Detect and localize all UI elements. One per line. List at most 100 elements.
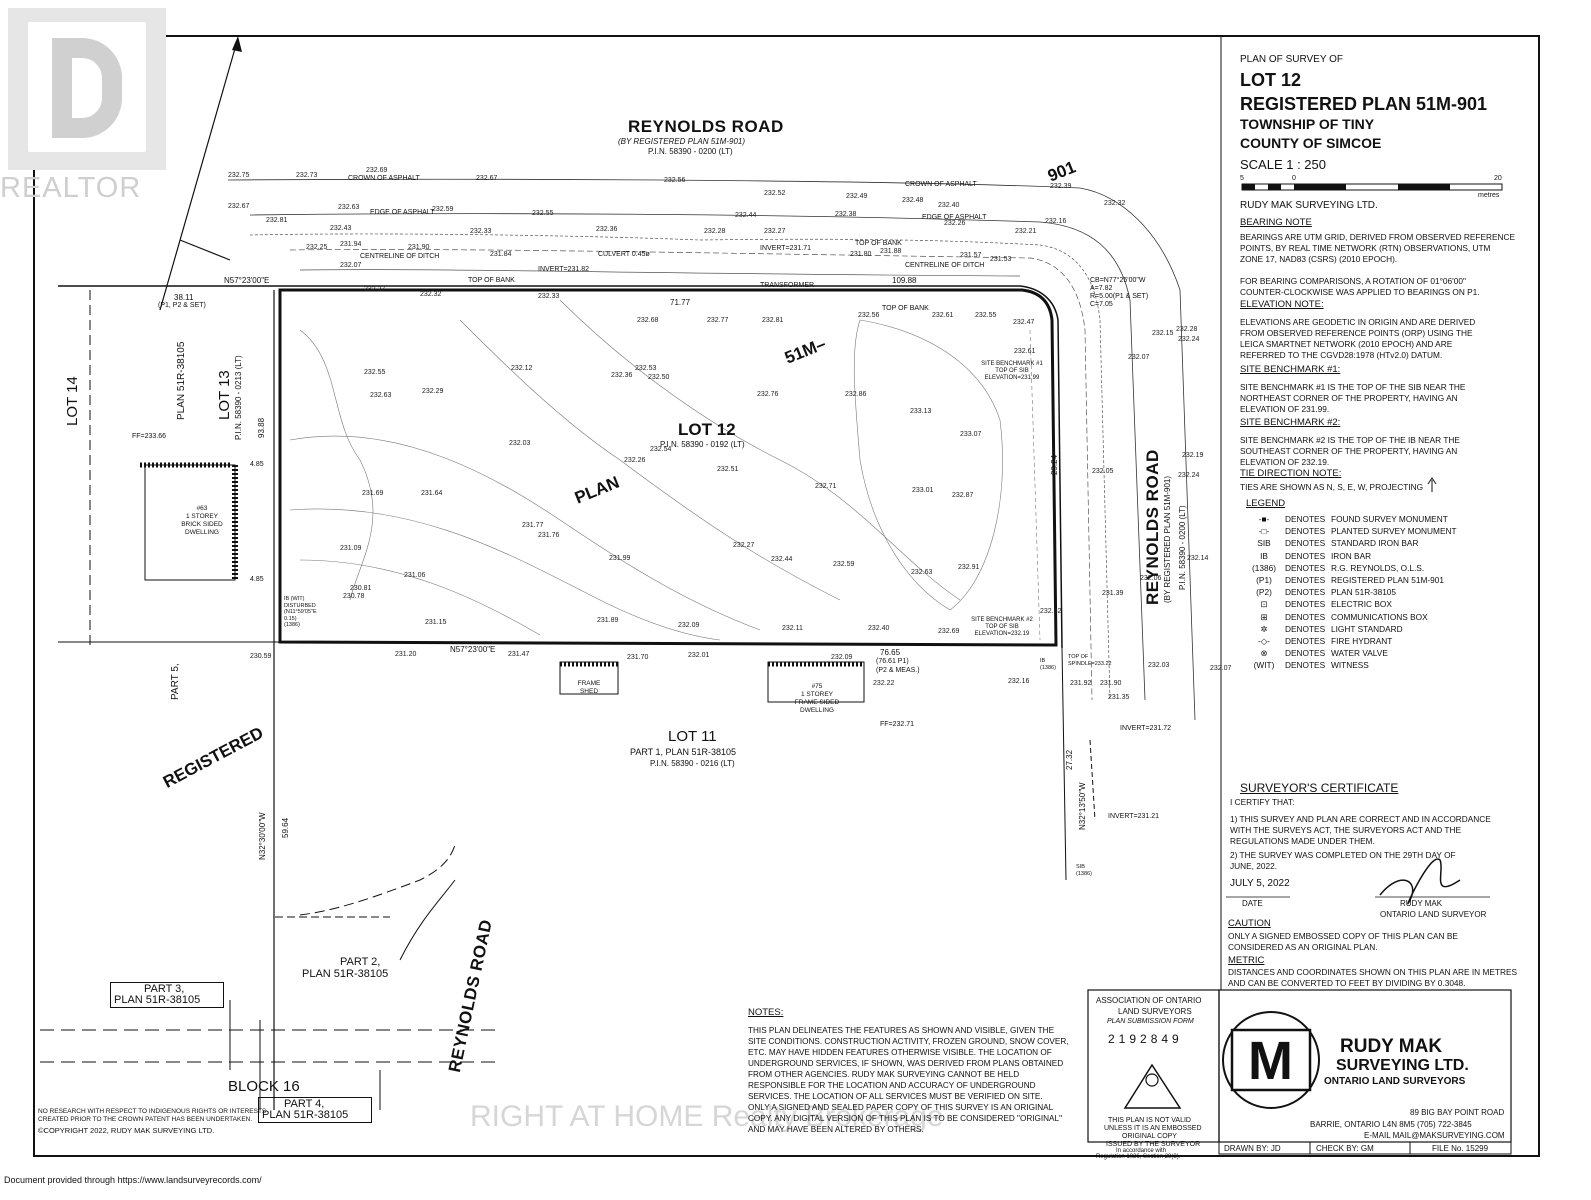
elevation-spot-label: 231.94 bbox=[340, 241, 362, 248]
dim-485-top: 4.85 bbox=[250, 461, 264, 468]
elevation-note-heading: ELEVATION NOTE: bbox=[1240, 299, 1324, 310]
elevation-spot-label: 232.73 bbox=[296, 172, 318, 179]
legend-description: COMMUNICATIONS BOX bbox=[1331, 611, 1428, 622]
certificate-intro: I CERTIFY THAT: bbox=[1230, 797, 1295, 807]
elevation-spot-label: 232.76 bbox=[757, 391, 779, 398]
elevation-spot-label: 232.61 bbox=[932, 312, 954, 319]
legend-symbol: SIB bbox=[1257, 538, 1271, 549]
realtor-logo bbox=[8, 8, 166, 170]
elevation-spot-label: 232.28 bbox=[704, 228, 726, 235]
elevation-spot-label: 232.16 bbox=[1008, 678, 1030, 685]
caution-text: ONLY A SIGNED EMBOSSED COPY OF THIS PLAN… bbox=[1228, 931, 1458, 952]
dist-5964: 59.64 bbox=[281, 817, 290, 838]
bearing-note-heading: BEARING NOTE bbox=[1240, 217, 1312, 228]
elevation-spot-label: 232.63 bbox=[370, 392, 392, 399]
legend-heading: LEGEND bbox=[1246, 498, 1286, 509]
legend-symbol: (P1) bbox=[1256, 575, 1272, 585]
lot13-pin: P.I.N. 58390 - 0213 (LT) bbox=[234, 355, 243, 440]
elevation-spot-label: 232.19 bbox=[1182, 452, 1204, 459]
road-plan-top: (BY REGISTERED PLAN 51M-901) bbox=[618, 137, 746, 146]
elevation-spot-label: 232.87 bbox=[952, 492, 974, 499]
contour-line bbox=[299, 329, 374, 601]
part2-plan: PLAN 51R-38105 bbox=[302, 968, 389, 980]
legend-symbol: -□- bbox=[1258, 526, 1270, 537]
company-email: E-MAIL MAIL@MAKSURVEYING.COM bbox=[1364, 1131, 1505, 1140]
top-of-bank-label: TOP OF BANK bbox=[468, 277, 515, 284]
edge-of-asphalt-line bbox=[249, 213, 1146, 701]
scale-tick: 5 bbox=[1240, 175, 1244, 182]
contour-line bbox=[289, 508, 721, 641]
elevation-spot-label: 232.25 bbox=[306, 244, 328, 251]
legend-symbol: ⊡ bbox=[1260, 599, 1268, 610]
elevation-spot-label: 231.77 bbox=[522, 522, 544, 529]
elevation-spot-label: 232.52 bbox=[764, 190, 786, 197]
part4-box bbox=[258, 1097, 372, 1123]
certificate-item2: 2) THE SURVEY WAS COMPLETED ON THE 29TH … bbox=[1230, 850, 1456, 871]
east-boundary-line bbox=[1019, 285, 1063, 649]
legend-description: FIRE HYDRANT bbox=[1331, 636, 1393, 646]
road-name-top: REYNOLDS ROAD bbox=[628, 117, 784, 136]
legend-denotes: DENOTES bbox=[1285, 562, 1326, 573]
legend-denotes: DENOTES bbox=[1285, 550, 1326, 561]
road-pin-right: P.I.N. 58390 - 0200 (LT) bbox=[1178, 505, 1187, 590]
crown-asphalt-label-2: CROWN OF ASPHALT bbox=[905, 181, 977, 188]
no-research-note: NO RESEARCH WITH RESPECT TO INDIGENOUS R… bbox=[38, 1108, 267, 1123]
culvert-line bbox=[1061, 647, 1067, 881]
notes-heading: NOTES: bbox=[748, 1007, 784, 1018]
elevation-spot-label: 232.09 bbox=[678, 622, 700, 629]
elevation-spot-label: 231.92 bbox=[1070, 680, 1092, 687]
elevation-spot-label: 232.44 bbox=[771, 556, 793, 563]
contour-line bbox=[289, 435, 761, 631]
road-plan-right: (BY REGISTERED PLAN 51M-901) bbox=[1163, 475, 1172, 603]
contour-line bbox=[559, 299, 961, 601]
lot11-label: LOT 11 bbox=[668, 728, 717, 745]
north-arrow-cross bbox=[179, 239, 231, 261]
bottom-road-curve bbox=[399, 879, 456, 961]
elevation-spot-label: 231.57 bbox=[960, 252, 982, 259]
lot13-label: LOT 13 bbox=[216, 370, 233, 420]
centreline-ditch-label: CENTRELINE OF DITCH bbox=[360, 253, 440, 260]
legend-symbol: IB bbox=[1260, 550, 1268, 561]
elevation-spot-label: 232.61 bbox=[1014, 348, 1036, 355]
elevation-spot-label: 232.15 bbox=[1152, 330, 1174, 337]
elevation-spot-label: 231.70 bbox=[627, 654, 649, 661]
company-address: 89 BIG BAY POINT ROAD bbox=[1410, 1108, 1505, 1117]
elevation-spot-label: 232.05 bbox=[1092, 468, 1114, 475]
elevation-spot-label: 232.67 bbox=[476, 175, 498, 182]
company-logo-circle bbox=[1222, 1011, 1320, 1109]
elevation-spot-label: 232.69 bbox=[938, 628, 960, 635]
brokerage-watermark: RIGHT AT HOME Realty Brokerage bbox=[470, 1100, 944, 1133]
part3-plan: PLAN 51R-38105 bbox=[114, 994, 201, 1006]
plan51r-left: PLAN 51R-38105 bbox=[176, 341, 187, 420]
elevation-spot-label: 232.69 bbox=[366, 167, 388, 174]
legend-symbol: -◇- bbox=[1258, 636, 1270, 646]
title-registered-plan: REGISTERED PLAN 51M-901 bbox=[1240, 94, 1488, 114]
elevation-spot-label: 232.67 bbox=[228, 203, 250, 210]
centreline-ditch-label-2: CENTRELINE OF DITCH bbox=[905, 262, 985, 269]
elevation-spot-label: 232.22 bbox=[873, 680, 895, 687]
aols-valid1: THIS PLAN IS NOT VALID bbox=[1108, 1117, 1191, 1124]
elevation-spot-label: 233.13 bbox=[910, 408, 932, 415]
road-pin-top: P.I.N. 58390 - 0200 (LT) bbox=[648, 147, 733, 156]
edge-asphalt-label: EDGE OF ASPHALT bbox=[370, 209, 435, 216]
legend-symbol: (WIT) bbox=[1253, 660, 1275, 671]
ib-1386-label: IB (1386) bbox=[1040, 658, 1056, 671]
top-of-bank-label-2: TOP OF BANK bbox=[855, 240, 902, 247]
document-provided: Document provided through https://www.la… bbox=[4, 1175, 262, 1185]
title-township: TOWNSHIP OF TINY bbox=[1240, 116, 1375, 132]
crown-of-asphalt-line bbox=[227, 178, 1081, 189]
aols-line2: LAND SURVEYORS bbox=[1118, 1007, 1192, 1016]
elevation-spot-label: 232.24 bbox=[1178, 472, 1200, 479]
company-name3: ONTARIO LAND SURVEYORS bbox=[1324, 1076, 1466, 1087]
notes-text: THIS PLAN DELINEATES THE FEATURES AS SHO… bbox=[748, 1026, 1069, 1134]
elevation-spot-label: 232.49 bbox=[846, 193, 868, 200]
elevation-spot-label: 232.40 bbox=[868, 625, 890, 632]
elevation-spot-label: 232.07 bbox=[1128, 354, 1150, 361]
sib-1386-label: SIB (1386) bbox=[1076, 864, 1092, 877]
legend-denotes: DENOTES bbox=[1285, 526, 1326, 537]
